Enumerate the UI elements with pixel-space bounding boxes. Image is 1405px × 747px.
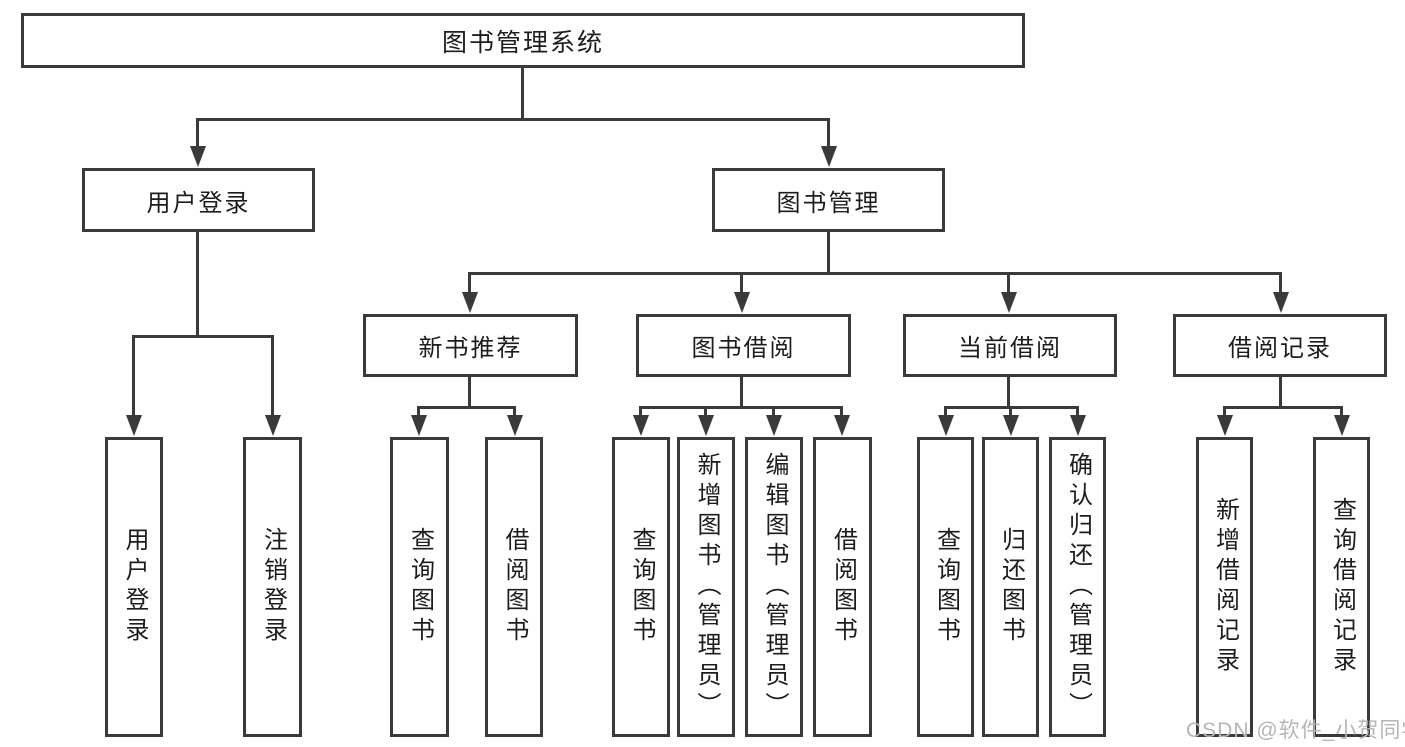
connector-book-borrow-bar xyxy=(639,406,843,409)
connector-root-stem xyxy=(521,68,524,118)
arrow-to-leaf-query-book-rec xyxy=(417,406,420,416)
arrow-to-user-login xyxy=(196,118,199,147)
arrow-to-leaf-add-borrow-record xyxy=(1223,406,1226,416)
leaf-query-book-current-label: 查询图书 xyxy=(932,527,960,647)
leaf-query-book-rec-label: 查询图书 xyxy=(406,527,434,647)
arrow-to-current-borrow xyxy=(1007,272,1010,293)
connector-user-login-bar xyxy=(132,335,274,338)
arrow-to-leaf-borrow-book-borrow xyxy=(840,406,843,416)
connector-level2-bar xyxy=(196,118,830,121)
leaf-return-book: 归还图书 xyxy=(982,437,1039,737)
leaf-return-book-label: 归还图书 xyxy=(997,527,1025,647)
arrow-to-new-book-rec xyxy=(468,272,471,293)
node-current-borrow: 当前借阅 xyxy=(903,314,1117,377)
arrow-to-leaf-query-borrow-record xyxy=(1340,406,1343,416)
arrow-to-leaf-return-book xyxy=(1009,406,1012,416)
leaf-borrow-book-borrow: 借阅图书 xyxy=(813,437,872,737)
arrow-to-leaf-logout xyxy=(271,335,274,416)
node-user-login-label: 用户登录 xyxy=(146,189,251,217)
node-borrow-records: 借阅记录 xyxy=(1173,314,1387,377)
connector-borrow-records-bar xyxy=(1223,406,1343,409)
node-root: 图书管理系统 xyxy=(21,13,1025,68)
leaf-confirm-return-admin-label: 确认归还（管理员） xyxy=(1064,452,1092,722)
leaf-query-book-rec: 查询图书 xyxy=(390,437,449,737)
leaf-query-book-current: 查询图书 xyxy=(917,437,974,737)
leaf-query-borrow-record: 查询借阅记录 xyxy=(1313,437,1370,737)
leaf-user-login-label: 用户登录 xyxy=(121,527,148,647)
leaf-logout: 注销登录 xyxy=(243,437,302,737)
leaf-add-book-admin-label: 新增图书（管理员） xyxy=(693,452,720,722)
leaf-query-borrow-record-label: 查询借阅记录 xyxy=(1328,497,1356,677)
connector-book-mgmt-stem xyxy=(827,232,830,272)
connector-new-book-rec-stem xyxy=(468,377,471,406)
connector-book-borrow-stem xyxy=(740,377,743,406)
arrow-to-leaf-query-book-current xyxy=(944,406,947,416)
leaf-add-book-admin: 新增图书（管理员） xyxy=(677,437,735,737)
leaf-user-login: 用户登录 xyxy=(105,437,163,737)
node-book-mgmt: 图书管理 xyxy=(712,168,945,232)
arrow-to-leaf-edit-book xyxy=(772,406,775,416)
leaf-edit-book-admin-label: 编辑图书（管理员） xyxy=(761,452,788,722)
leaf-query-book-borrow: 查询图书 xyxy=(612,437,670,737)
arrow-to-leaf-confirm-return xyxy=(1076,406,1079,416)
node-new-book-rec: 新书推荐 xyxy=(363,314,578,377)
arrow-to-leaf-borrow-book-rec xyxy=(513,406,516,416)
arrow-to-borrow-records xyxy=(1279,272,1282,293)
leaf-borrow-book-borrow-label: 借阅图书 xyxy=(829,527,857,647)
csdn-watermark: CSDN @软件_小贺同学 xyxy=(1186,719,1405,742)
arrow-to-leaf-add-book xyxy=(704,406,707,416)
node-book-mgmt-label: 图书管理 xyxy=(776,189,881,217)
leaf-borrow-book-rec: 借阅图书 xyxy=(485,437,543,737)
node-borrow-records-label: 借阅记录 xyxy=(1228,335,1332,362)
node-current-borrow-label: 当前借阅 xyxy=(958,335,1062,362)
leaf-edit-book-admin: 编辑图书（管理员） xyxy=(745,437,803,737)
leaf-confirm-return-admin: 确认归还（管理员） xyxy=(1049,437,1106,737)
connector-level3-bar xyxy=(468,272,1282,275)
leaf-logout-label: 注销登录 xyxy=(259,527,287,647)
node-root-label: 图书管理系统 xyxy=(441,28,604,57)
node-book-borrow: 图书借阅 xyxy=(636,314,851,377)
arrow-to-book-mgmt xyxy=(827,118,830,147)
node-user-login: 用户登录 xyxy=(82,168,315,232)
arrow-to-leaf-query-book-borrow xyxy=(639,406,642,416)
leaf-query-book-borrow-label: 查询图书 xyxy=(628,527,655,647)
leaf-add-borrow-record: 新增借阅记录 xyxy=(1196,437,1253,737)
connector-borrow-records-stem xyxy=(1279,377,1282,406)
arrow-to-leaf-user-login xyxy=(132,335,135,416)
leaf-add-borrow-record-label: 新增借阅记录 xyxy=(1211,497,1239,677)
leaf-borrow-book-rec-label: 借阅图书 xyxy=(501,527,528,647)
node-book-borrow-label: 图书借阅 xyxy=(691,335,796,362)
arrow-to-book-borrow xyxy=(740,272,743,293)
node-new-book-rec-label: 新书推荐 xyxy=(418,335,523,362)
connector-current-borrow-stem xyxy=(1007,377,1010,406)
connector-user-login-stem xyxy=(196,232,199,335)
connector-new-book-rec-bar xyxy=(417,406,516,409)
